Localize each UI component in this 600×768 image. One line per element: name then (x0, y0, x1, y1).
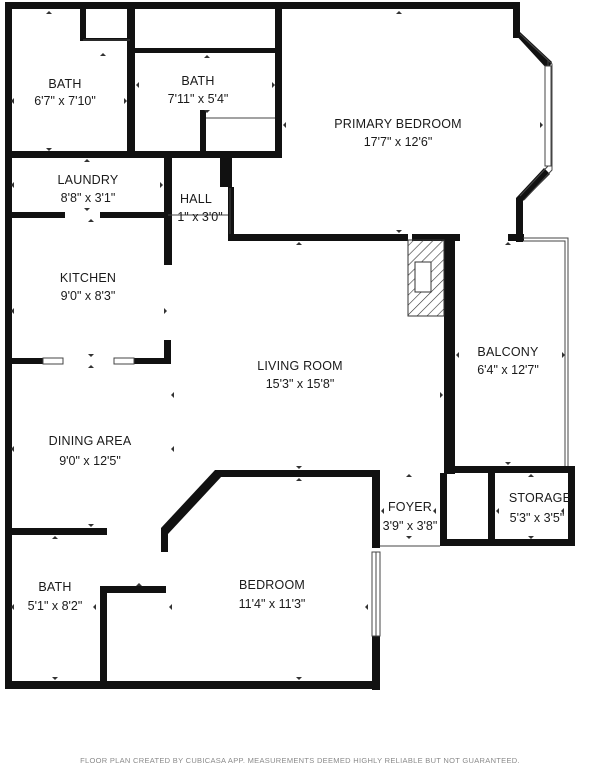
room-storage-name: STORAGE (509, 491, 571, 505)
room-hall-dims: 1" x 3'0" (177, 210, 222, 224)
room-bath-1: BATH 6'7" x 7'10" (34, 77, 96, 108)
room-living-room-name: LIVING ROOM (257, 359, 343, 373)
room-bath-3-dims: 5'1" x 8'2" (28, 599, 83, 613)
room-balcony: BALCONY 6'4" x 12'7" (477, 345, 539, 377)
room-kitchen-dims: 9'0" x 8'3" (61, 289, 116, 303)
room-living-room: LIVING ROOM 15'3" x 15'8" (257, 359, 343, 391)
room-bath-3-name: BATH (38, 580, 71, 594)
dimension-ticks (11, 11, 565, 680)
room-bedroom: BEDROOM 11'4" x 11'3" (239, 578, 306, 611)
room-kitchen-name: KITCHEN (60, 271, 116, 285)
room-bath-2-dims: 7'11" x 5'4" (168, 92, 229, 106)
room-primary-bedroom: PRIMARY BEDROOM 17'7" x 12'6" (334, 117, 462, 149)
room-primary-bedroom-dims: 17'7" x 12'6" (364, 135, 433, 149)
walls (5, 2, 575, 690)
room-kitchen: KITCHEN 9'0" x 8'3" (60, 271, 116, 303)
room-bath-1-dims: 6'7" x 7'10" (34, 94, 96, 108)
room-foyer: FOYER 3'9" x 3'8" (383, 500, 438, 533)
room-bedroom-name: BEDROOM (239, 578, 305, 592)
room-foyer-name: FOYER (388, 500, 432, 514)
room-bath-1-name: BATH (48, 77, 81, 91)
room-dining-area-name: DINING AREA (49, 434, 132, 448)
footer-disclaimer: FLOOR PLAN CREATED BY CUBICASA APP. MEAS… (80, 756, 520, 765)
room-bath-2-name: BATH (181, 74, 214, 88)
room-dining-area-dims: 9'0" x 12'5" (59, 454, 121, 468)
room-primary-bedroom-name: PRIMARY BEDROOM (334, 117, 462, 131)
room-laundry: LAUNDRY 8'8" x 3'1" (58, 173, 119, 205)
room-living-room-dims: 15'3" x 15'8" (266, 377, 335, 391)
room-foyer-dims: 3'9" x 3'8" (383, 519, 438, 533)
room-bedroom-dims: 11'4" x 11'3" (239, 597, 306, 611)
room-hall: HALL 1" x 3'0" (177, 192, 222, 224)
room-storage: STORAGE 5'3" x 3'5" (509, 491, 571, 525)
room-bath-2: BATH 7'11" x 5'4" (168, 74, 229, 106)
room-hall-name: HALL (180, 192, 212, 206)
thin-lines (42, 33, 569, 637)
room-storage-dims: 5'3" x 3'5" (510, 511, 565, 525)
room-dining-area: DINING AREA 9'0" x 12'5" (49, 434, 132, 468)
room-balcony-dims: 6'4" x 12'7" (477, 363, 539, 377)
room-bath-3: BATH 5'1" x 8'2" (28, 580, 83, 613)
room-laundry-dims: 8'8" x 3'1" (61, 191, 116, 205)
room-balcony-name: BALCONY (477, 345, 539, 359)
room-laundry-name: LAUNDRY (58, 173, 119, 187)
